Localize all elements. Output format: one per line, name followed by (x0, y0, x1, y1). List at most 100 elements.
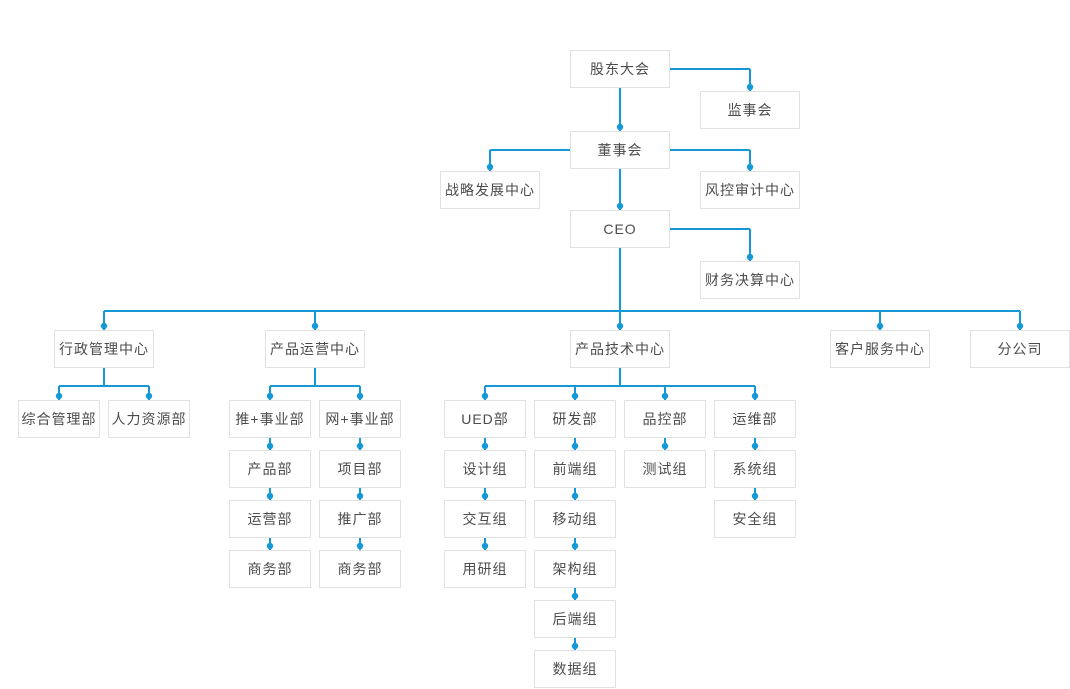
org-node-label-tui-bu: 推+事业部 (235, 411, 305, 427)
org-node-operation-dept: 运营部 (229, 500, 311, 538)
org-node-label-shareholders: 股东大会 (590, 61, 650, 77)
org-node-label-finance: 财务决算中心 (705, 272, 795, 288)
org-node-board: 董事会 (570, 131, 670, 169)
org-node-operations: 产品运营中心 (265, 330, 365, 368)
org-node-label-testing: 测试组 (642, 461, 688, 477)
connector-dot (356, 542, 364, 550)
org-node-label-frontend: 前端组 (552, 461, 598, 477)
org-node-mobile: 移动组 (534, 500, 616, 538)
org-node-label-admin: 行政管理中心 (59, 341, 149, 357)
org-node-interaction: 交互组 (444, 500, 526, 538)
connector-dot (746, 83, 754, 91)
connector-dot (481, 542, 489, 550)
org-node-label-data-group: 数据组 (552, 661, 598, 677)
org-node-frontend: 前端组 (534, 450, 616, 488)
connector-dot (266, 542, 274, 550)
connector-dot (751, 392, 759, 400)
org-node-finance: 财务决算中心 (700, 261, 800, 299)
connector-dot (55, 392, 63, 400)
connector-dot (571, 492, 579, 500)
org-node-supervisory: 监事会 (700, 91, 800, 129)
org-node-label-security-group: 安全组 (732, 511, 778, 527)
org-node-general-mgmt: 综合管理部 (18, 400, 100, 438)
org-node-architecture: 架构组 (534, 550, 616, 588)
org-node-ops-dept: 运维部 (714, 400, 796, 438)
connector-dot (751, 492, 759, 500)
org-node-label-ued: UED部 (461, 411, 509, 427)
org-node-label-tech: 产品技术中心 (575, 341, 665, 357)
org-node-rnd: 研发部 (534, 400, 616, 438)
connector-dot (616, 322, 624, 330)
org-node-label-design-group: 设计组 (462, 461, 508, 477)
org-node-business-1: 商务部 (229, 550, 311, 588)
org-node-label-wang-bu: 网+事业部 (325, 411, 395, 427)
org-node-label-backend: 后端组 (552, 611, 598, 627)
org-node-label-business-1: 商务部 (247, 561, 293, 577)
org-node-ued: UED部 (444, 400, 526, 438)
org-node-design-group: 设计组 (444, 450, 526, 488)
org-node-tech: 产品技术中心 (570, 330, 670, 368)
org-node-label-mobile: 移动组 (552, 511, 598, 527)
org-node-product-dept: 产品部 (229, 450, 311, 488)
org-node-label-cust-service: 客户服务中心 (835, 341, 925, 357)
connector-dot (356, 492, 364, 500)
org-node-ceo: CEO (570, 210, 670, 248)
org-node-label-operations: 产品运营中心 (270, 341, 360, 357)
connector-dot (661, 392, 669, 400)
connector-dot (266, 492, 274, 500)
org-node-label-branch: 分公司 (997, 341, 1043, 357)
connector-dot (356, 392, 364, 400)
org-node-label-supervisory: 监事会 (727, 102, 773, 118)
org-node-label-ceo: CEO (603, 221, 637, 237)
org-node-branch: 分公司 (970, 330, 1070, 368)
org-node-label-board: 董事会 (597, 142, 643, 158)
connector-dot (481, 392, 489, 400)
connector-dot (746, 253, 754, 261)
org-node-label-architecture: 架构组 (552, 561, 598, 577)
connector-dot (481, 442, 489, 450)
connector-dot (145, 392, 153, 400)
org-node-promotion-dept: 推广部 (319, 500, 401, 538)
connector-dot (311, 322, 319, 330)
org-node-risk-audit: 风控审计中心 (700, 171, 800, 209)
org-node-data-group: 数据组 (534, 650, 616, 688)
connector-dot (266, 442, 274, 450)
org-node-label-qc: 品控部 (642, 411, 688, 427)
org-node-label-system-group: 系统组 (732, 461, 778, 477)
connector-dot (356, 442, 364, 450)
connector-dot (100, 322, 108, 330)
org-node-label-project-dept: 项目部 (337, 461, 383, 477)
connector-dot (571, 642, 579, 650)
connector-dot (661, 442, 669, 450)
org-node-label-interaction: 交互组 (462, 511, 508, 527)
org-node-label-business-2: 商务部 (337, 561, 383, 577)
connector-dot (571, 592, 579, 600)
connector-dot (1016, 322, 1024, 330)
org-node-tui-bu: 推+事业部 (229, 400, 311, 438)
org-node-strategy: 战略发展中心 (440, 171, 540, 209)
org-node-admin: 行政管理中心 (54, 330, 154, 368)
org-node-business-2: 商务部 (319, 550, 401, 588)
connector-dot (486, 163, 494, 171)
org-node-qc: 品控部 (624, 400, 706, 438)
org-node-system-group: 系统组 (714, 450, 796, 488)
connector-dot (751, 442, 759, 450)
org-node-security-group: 安全组 (714, 500, 796, 538)
org-node-wang-bu: 网+事业部 (319, 400, 401, 438)
org-node-user-research: 用研组 (444, 550, 526, 588)
connector-dot (266, 392, 274, 400)
org-node-label-strategy: 战略发展中心 (445, 182, 535, 198)
connector-dot (571, 392, 579, 400)
connector-dot (616, 123, 624, 131)
connector-dot (876, 322, 884, 330)
org-node-label-user-research: 用研组 (462, 561, 508, 577)
org-node-hr: 人力资源部 (108, 400, 190, 438)
connector-dot (616, 202, 624, 210)
org-node-label-product-dept: 产品部 (247, 461, 293, 477)
org-node-label-operation-dept: 运营部 (247, 511, 293, 527)
org-node-label-rnd: 研发部 (552, 411, 598, 427)
org-node-testing: 测试组 (624, 450, 706, 488)
org-node-backend: 后端组 (534, 600, 616, 638)
connector-dot (571, 542, 579, 550)
